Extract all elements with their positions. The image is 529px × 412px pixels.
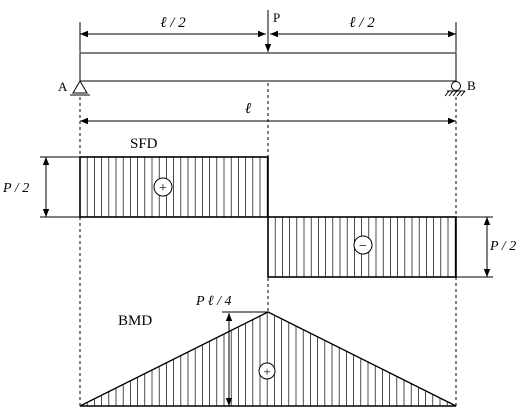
bmd-peak-value: P ℓ / 4 bbox=[195, 294, 232, 309]
support-b-label: B bbox=[467, 78, 476, 93]
pin-support-icon bbox=[72, 80, 88, 94]
sfd-positive-value: P / 2 bbox=[2, 181, 29, 196]
bmd-triangle bbox=[79, 311, 457, 407]
sfd-negative-sign-circle bbox=[353, 235, 373, 255]
bmd-sign-circle bbox=[258, 362, 276, 380]
support-a-label: A bbox=[58, 79, 68, 94]
sfd-positive-hatch bbox=[86, 157, 268, 217]
sfd-positive-sign-circle bbox=[153, 177, 173, 197]
sfd-positive-sign: + bbox=[159, 181, 167, 196]
half-span-right-label: ℓ / 2 bbox=[349, 15, 375, 31]
sfd-negative-value: P / 2 bbox=[489, 239, 516, 254]
sfd-title: SFD bbox=[130, 136, 158, 152]
bmd-title: BMD bbox=[118, 313, 152, 329]
roller-support-icon bbox=[451, 81, 461, 91]
sfd-negative-hatch bbox=[274, 217, 456, 277]
half-span-left-label: ℓ / 2 bbox=[160, 15, 186, 31]
load-label: P bbox=[273, 10, 280, 25]
beam bbox=[79, 52, 457, 82]
ground-hatch-icon bbox=[444, 90, 466, 97]
bmd-hatch bbox=[86, 312, 455, 406]
bmd-sign: + bbox=[263, 364, 270, 379]
span-label: ℓ bbox=[245, 101, 251, 117]
sfd-negative-region bbox=[267, 216, 457, 278]
sfd-negative-sign: − bbox=[359, 239, 367, 254]
sfd-positive-region bbox=[79, 156, 269, 218]
